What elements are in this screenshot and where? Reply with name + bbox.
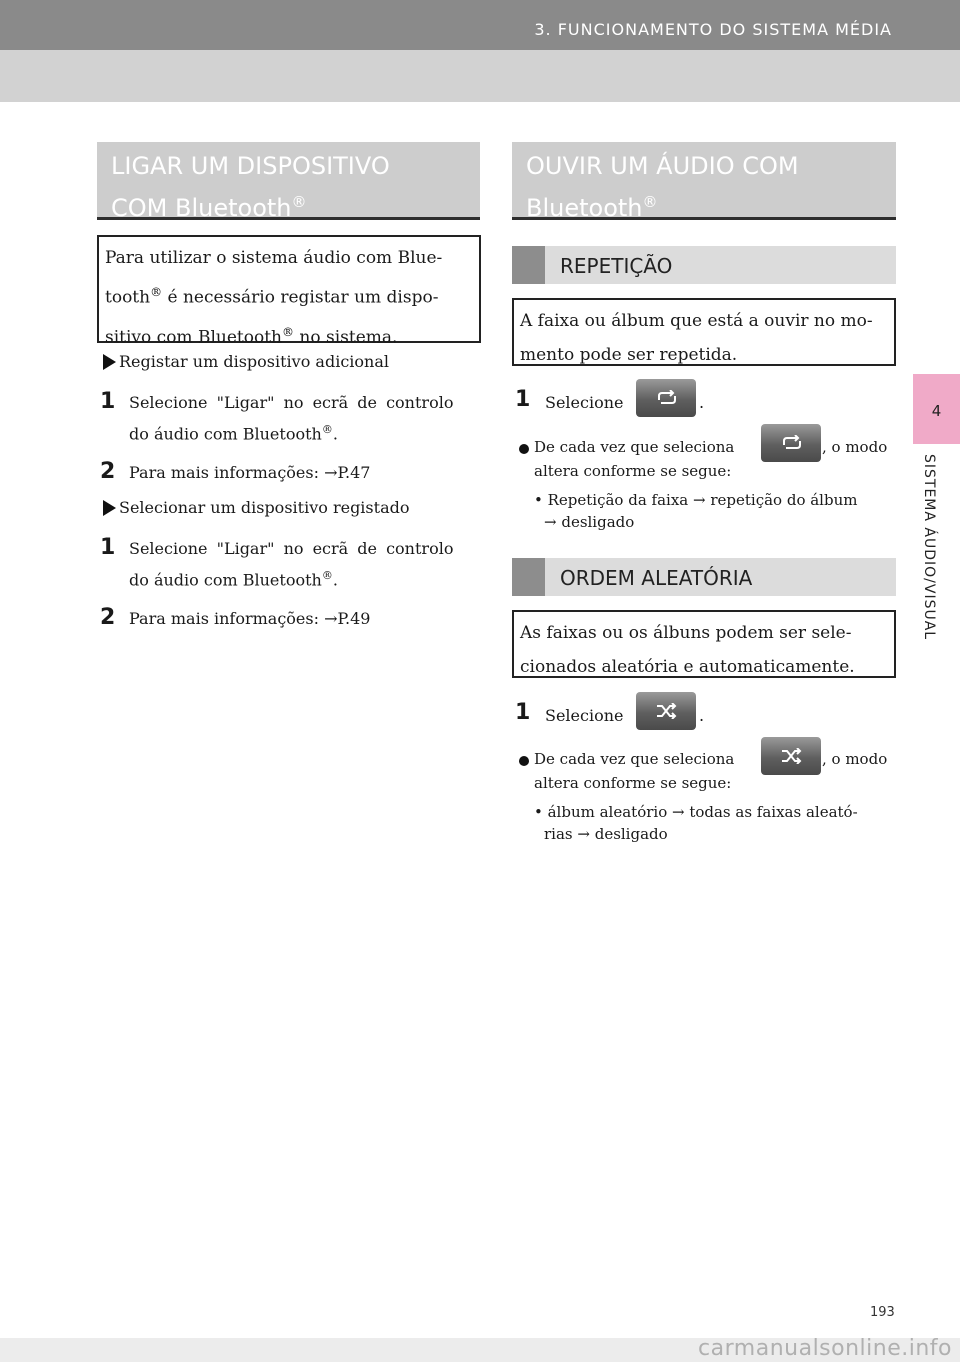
section-header-listen: OUVIR UM ÁUDIO COM Bluetooth® bbox=[512, 142, 896, 222]
sub-bullet-text: → desligado bbox=[544, 513, 635, 531]
step-text: do áudio com Bluetooth®. bbox=[129, 569, 338, 589]
step-text: Selecione "Ligar" no ecrã de controlo bbox=[129, 393, 454, 412]
subsection-title: REPETIÇÃO bbox=[560, 254, 673, 278]
shuffle-button-image bbox=[636, 692, 696, 730]
step-text: Selecione bbox=[545, 393, 624, 412]
chapter-title: 3. FUNCIONAMENTO DO SISTEMA MÉDIA bbox=[534, 20, 892, 39]
sub-bullet-text: rias → desligado bbox=[544, 825, 668, 843]
procedure-title: Selecionar um dispositivo registado bbox=[119, 498, 410, 517]
registered-mark: ® bbox=[150, 285, 163, 299]
header-subbar bbox=[0, 50, 960, 102]
sub-bullet-text: • Repetição da faixa → repetição do álbu… bbox=[534, 491, 858, 509]
shuffle-button-image bbox=[761, 737, 821, 775]
step-number: 2 bbox=[100, 605, 116, 630]
subsection-title: ORDEM ALEATÓRIA bbox=[560, 566, 753, 590]
step-text-end: . bbox=[332, 570, 338, 590]
bullet-text: altera conforme se segue: bbox=[534, 774, 732, 792]
header-bar bbox=[0, 0, 960, 50]
note-line: cionados aleatória e automaticamente. bbox=[520, 657, 855, 677]
shuffle-icon bbox=[657, 703, 677, 719]
repeat-icon bbox=[658, 390, 676, 404]
step-text: Para mais informações: →P.47 bbox=[129, 463, 371, 482]
bullet-dot bbox=[519, 444, 529, 454]
repeat-icon bbox=[783, 435, 801, 449]
shuffle-icon bbox=[782, 748, 802, 764]
registered-mark: ® bbox=[642, 193, 658, 211]
subsection-header-shuffle: ORDEM ALEATÓRIA bbox=[512, 558, 896, 596]
bullet-text: altera conforme se segue: bbox=[534, 462, 732, 480]
step-number: 1 bbox=[100, 389, 116, 414]
shuffle-note: As faixas ou os álbuns podem ser sele- c… bbox=[512, 610, 896, 678]
watermark-text: carmanualsonline.info bbox=[698, 1336, 952, 1361]
step-text: Para mais informações: →P.49 bbox=[129, 609, 371, 628]
chapter-tab-label: SISTEMA ÁUDIO/VISUAL bbox=[921, 454, 937, 641]
note-line: mento pode ser repetida. bbox=[520, 345, 738, 365]
sub-bullet-text: • álbum aleatório → todas as faixas alea… bbox=[534, 803, 858, 821]
step-text: do áudio com Bluetooth®. bbox=[129, 423, 338, 443]
step-text: Selecione bbox=[545, 706, 624, 725]
step-text-part: do áudio com Bluetooth bbox=[129, 424, 322, 444]
note-line: As faixas ou os álbuns podem ser sele- bbox=[520, 623, 852, 643]
note-text: é necessário registar um dispo- bbox=[162, 287, 439, 308]
repeat-button-image bbox=[636, 379, 696, 417]
step-text: Selecione "Ligar" no ecrã de controlo bbox=[129, 539, 454, 558]
section-title-line1: LIGAR UM DISPOSITIVO bbox=[111, 152, 390, 180]
chapter-tab bbox=[913, 374, 960, 444]
bullet-dot bbox=[519, 756, 529, 766]
chapter-tab-number: 4 bbox=[931, 402, 942, 420]
step-text-end: . bbox=[332, 424, 338, 444]
registered-mark: ® bbox=[321, 569, 333, 582]
registered-mark: ® bbox=[291, 193, 307, 211]
step-number: 1 bbox=[515, 700, 531, 725]
repeat-note: A faixa ou álbum que está a ouvir no mo-… bbox=[512, 298, 896, 366]
step-number: 2 bbox=[100, 459, 116, 484]
note-line: A faixa ou álbum que está a ouvir no mo- bbox=[520, 311, 873, 331]
step-number: 1 bbox=[100, 535, 116, 560]
watermark-bar: carmanualsonline.info bbox=[0, 1336, 960, 1362]
section-header-connect: LIGAR UM DISPOSITIVO COM Bluetooth® bbox=[97, 142, 480, 222]
note-text: tooth bbox=[105, 287, 151, 308]
bullet-text: De cada vez que seleciona bbox=[534, 438, 735, 456]
registered-mark: ® bbox=[321, 423, 333, 436]
subsection-bar bbox=[512, 558, 545, 596]
page-number: 193 bbox=[870, 1305, 895, 1320]
registered-mark: ® bbox=[281, 324, 294, 339]
note-line: Para utilizar o sistema áudio com Blue- bbox=[105, 248, 443, 268]
section-title-line1: OUVIR UM ÁUDIO COM bbox=[526, 152, 799, 180]
step-text-part: do áudio com Bluetooth bbox=[129, 570, 322, 590]
step-text-end: . bbox=[699, 706, 705, 725]
step-number: 1 bbox=[515, 387, 531, 412]
bullet-text: , o modo bbox=[822, 438, 888, 456]
bullet-text: De cada vez que seleciona bbox=[534, 750, 735, 768]
procedure-arrow-icon bbox=[103, 500, 116, 516]
repeat-button-image bbox=[761, 424, 821, 462]
section-title-line2: Bluetooth bbox=[526, 194, 643, 222]
note-text: no sistema. bbox=[293, 327, 398, 348]
section-title-line2: COM Bluetooth bbox=[111, 194, 292, 222]
step-text-end: . bbox=[699, 393, 705, 412]
intro-note: Para utilizar o sistema áudio com Blue- … bbox=[97, 235, 481, 347]
procedure-title: Registar um dispositivo adicional bbox=[119, 352, 389, 371]
subsection-bar bbox=[512, 246, 545, 284]
subsection-header-repeat: REPETIÇÃO bbox=[512, 246, 896, 284]
bullet-text: , o modo bbox=[822, 750, 888, 768]
note-text: sitivo com Bluetooth bbox=[105, 327, 282, 348]
procedure-arrow-icon bbox=[103, 354, 116, 370]
